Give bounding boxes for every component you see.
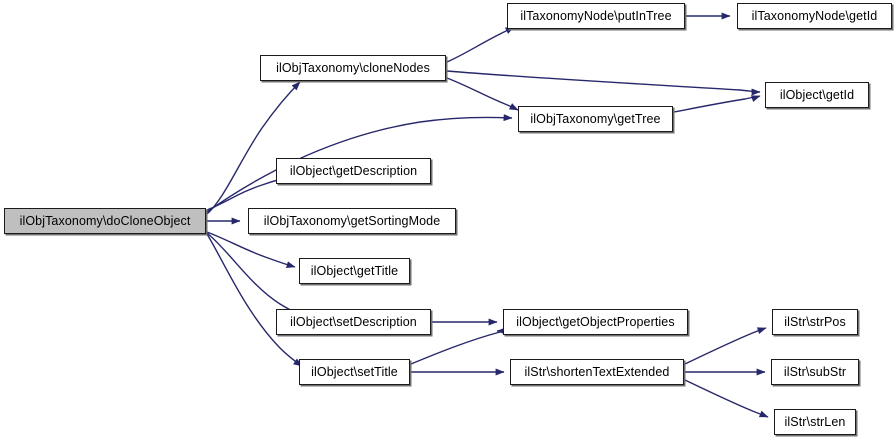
graph-node-label: ilObjTaxonomy\getSortingMode bbox=[263, 213, 441, 228]
edge-shortenText-to-strPos bbox=[684, 327, 767, 365]
graph-node-root[interactable]: ilObjTaxonomy\doCloneObject bbox=[4, 208, 206, 234]
graph-node-label: ilObject\setDescription bbox=[290, 314, 417, 329]
graph-node-objGetId[interactable]: ilObject\getId bbox=[765, 82, 869, 108]
graph-node-getTitle[interactable]: ilObject\getTitle bbox=[299, 258, 410, 284]
edge-root-to-getTitle bbox=[206, 231, 296, 269]
edge-cloneNodes-to-putInTree bbox=[446, 26, 515, 63]
edge-setTitle-to-objProps bbox=[410, 327, 506, 365]
graph-node-label: ilStr\shortenTextExtended bbox=[524, 364, 670, 379]
graph-node-setDesc[interactable]: ilObject\setDescription bbox=[276, 309, 431, 335]
graph-node-label: ilStr\strPos bbox=[784, 314, 846, 329]
edge-root-to-cloneNodes bbox=[206, 81, 301, 215]
graph-node-strPos[interactable]: ilStr\strPos bbox=[772, 309, 858, 335]
graph-node-label: ilStr\strLen bbox=[784, 414, 846, 429]
graph-node-subStr[interactable]: ilStr\subStr bbox=[771, 359, 859, 385]
graph-node-objProps[interactable]: ilObject\getObjectProperties bbox=[503, 309, 688, 335]
graph-node-label: ilTaxonomyNode\getId bbox=[751, 8, 878, 23]
edge-root-to-setTitle bbox=[206, 233, 303, 367]
graph-node-strLen[interactable]: ilStr\strLen bbox=[774, 409, 856, 435]
graph-node-label: ilObject\setTitle bbox=[311, 364, 398, 379]
graph-node-cloneNodes[interactable]: ilObjTaxonomy\cloneNodes bbox=[260, 55, 446, 81]
graph-node-label: ilObject\getObjectProperties bbox=[516, 314, 675, 329]
edge-shortenText-to-strLen bbox=[684, 379, 769, 418]
edge-root-to-setDesc bbox=[206, 232, 303, 317]
graph-node-putInTree[interactable]: ilTaxonomyNode\putInTree bbox=[507, 3, 685, 29]
graph-node-setTitle[interactable]: ilObject\setTitle bbox=[299, 359, 410, 385]
graph-node-getTree[interactable]: ilObjTaxonomy\getTree bbox=[518, 106, 673, 132]
edge-cloneNodes-to-getTree bbox=[446, 77, 519, 111]
graph-node-shortenText[interactable]: ilStr\shortenTextExtended bbox=[510, 359, 684, 385]
graph-node-label: ilTaxonomyNode\putInTree bbox=[520, 8, 672, 23]
graph-node-label: ilObjTaxonomy\doCloneObject bbox=[19, 213, 191, 228]
graph-node-sortMode[interactable]: ilObjTaxonomy\getSortingMode bbox=[248, 208, 456, 234]
graph-node-label: ilObject\getId bbox=[779, 87, 855, 102]
graph-node-label: ilObjTaxonomy\getTree bbox=[530, 111, 661, 126]
graph-node-label: ilStr\subStr bbox=[783, 364, 847, 379]
graph-node-label: ilObject\getDescription bbox=[289, 163, 418, 178]
graph-node-label: ilObject\getTitle bbox=[310, 263, 399, 278]
graph-node-nodeGetId[interactable]: ilTaxonomyNode\getId bbox=[737, 3, 892, 29]
graph-node-getDesc[interactable]: ilObject\getDescription bbox=[276, 158, 431, 184]
edge-getTree-to-objGetId bbox=[673, 95, 761, 113]
graph-node-label: ilObjTaxonomy\cloneNodes bbox=[276, 60, 430, 75]
edge-cloneNodes-to-objGetId bbox=[446, 70, 761, 96]
